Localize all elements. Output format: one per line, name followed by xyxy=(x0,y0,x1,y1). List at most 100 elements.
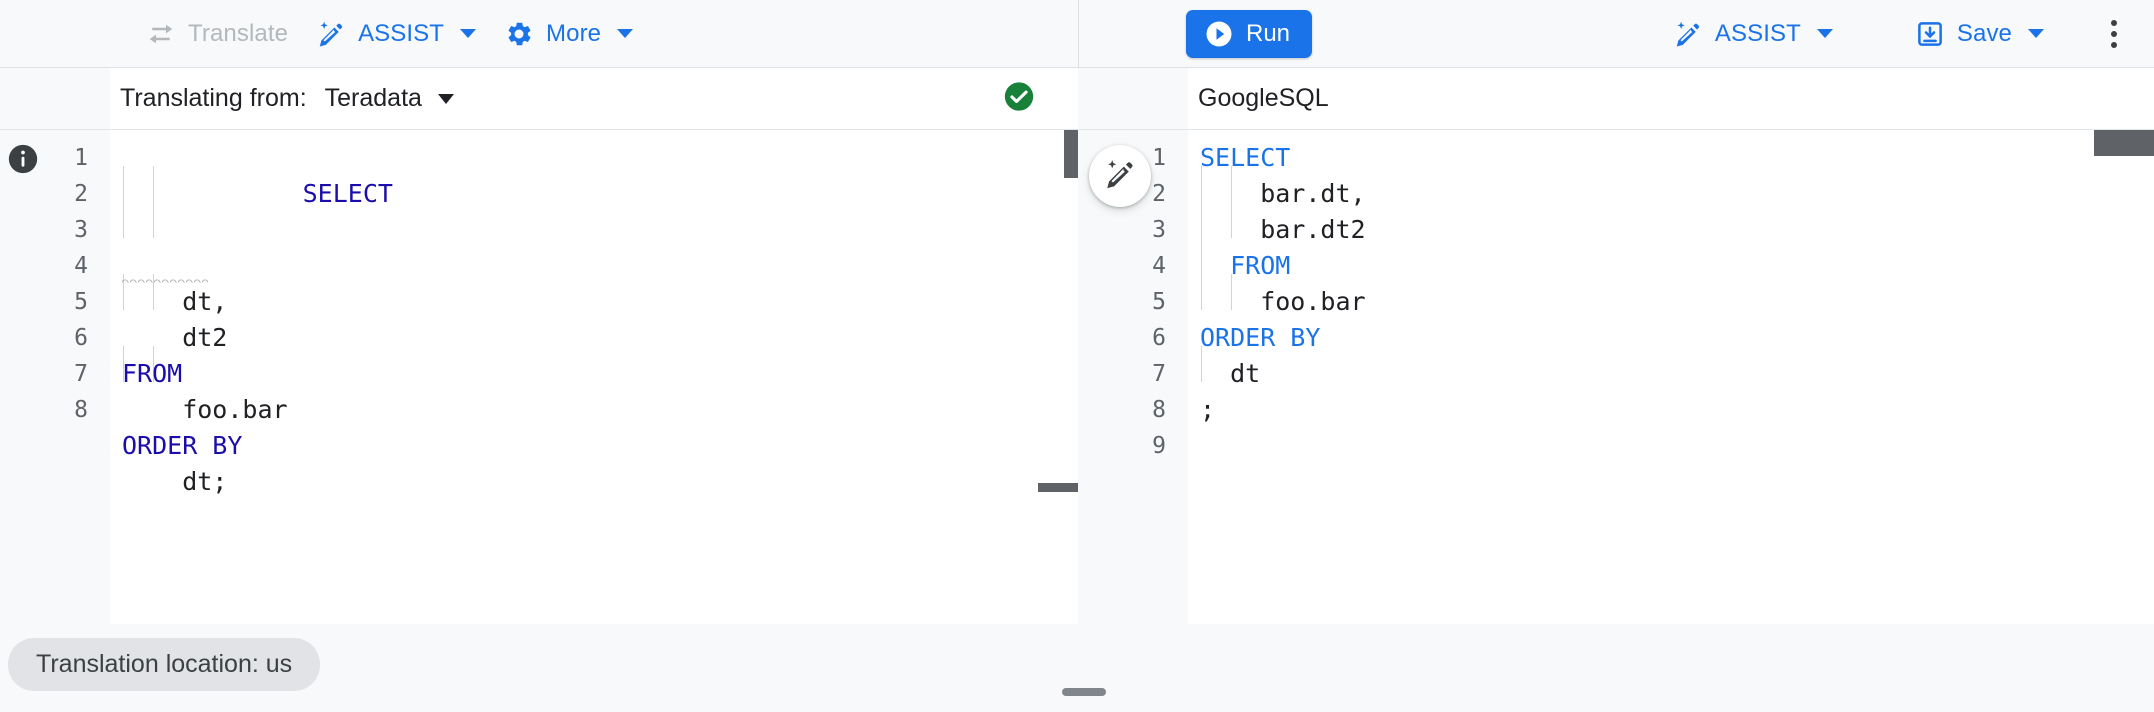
code-line: dt, xyxy=(110,284,1078,320)
line-number: 8 xyxy=(74,397,88,423)
play-icon xyxy=(1204,19,1234,49)
more-label: More xyxy=(546,19,602,47)
code-line: foo.bar xyxy=(110,392,1078,428)
source-horizontal-scrollbar[interactable] xyxy=(1038,483,1078,492)
source-header-gutter-pad xyxy=(0,68,110,129)
code-token: bar.dt2 xyxy=(1200,215,1366,244)
run-button[interactable]: Run xyxy=(1186,9,1313,58)
source-code-area[interactable]: SELECT dt, dt2 FROM foo.bar ORDER BY dt; xyxy=(110,130,1078,624)
code-line: FROM xyxy=(110,356,1078,392)
magic-pen-icon xyxy=(1103,157,1137,196)
target-pane: GoogleSQL 1 2 3 4 5 6 7 8 9 xyxy=(1078,68,2154,624)
assist-right-label: ASSIST xyxy=(1714,19,1801,47)
code-token: dt xyxy=(1200,359,1261,388)
info-icon xyxy=(6,144,40,180)
syntax-warning-underline xyxy=(122,277,208,283)
line-number: 2 xyxy=(74,181,88,207)
line-number: 5 xyxy=(1152,289,1166,315)
chevron-down-icon xyxy=(2028,29,2044,38)
code-line: dt; xyxy=(110,464,1078,500)
magic-pen-icon xyxy=(1673,19,1703,49)
code-line: FROM xyxy=(1188,248,2154,284)
target-gutter: 1 2 3 4 5 6 7 8 9 xyxy=(1078,130,1188,624)
target-editor[interactable]: 1 2 3 4 5 6 7 8 9 xyxy=(1078,130,2154,624)
run-button-label: Run xyxy=(1246,19,1291,47)
translate-button-label: Translate xyxy=(188,19,289,47)
line-number: 1 xyxy=(74,145,88,171)
code-token: foo.bar xyxy=(122,395,288,424)
kebab-menu-icon[interactable] xyxy=(2092,12,2136,56)
target-pane-header: GoogleSQL xyxy=(1078,68,2154,130)
line-number: 6 xyxy=(1152,325,1166,351)
editor-panes: Translating from: Teradata xyxy=(0,68,2154,624)
code-line: bar.dt2 xyxy=(1188,212,2154,248)
save-label: Save xyxy=(1956,19,2012,47)
code-line: ORDER BY xyxy=(110,428,1078,464)
line-number: 4 xyxy=(74,253,88,279)
gear-icon xyxy=(504,19,534,49)
code-line: dt2 xyxy=(110,320,1078,356)
source-pane: Translating from: Teradata xyxy=(0,68,1078,624)
line-number: 4 xyxy=(1152,253,1166,279)
line-number: 1 xyxy=(1152,145,1166,171)
source-info-badge[interactable] xyxy=(6,142,40,181)
code-token: foo.bar xyxy=(1200,287,1366,316)
line-number: 9 xyxy=(1152,433,1166,459)
status-badge xyxy=(1002,79,1036,118)
chevron-down-icon xyxy=(460,29,477,38)
line-number: 8 xyxy=(1152,397,1166,423)
assist-right-button[interactable]: ASSIST xyxy=(1659,10,1847,58)
code-token: FROM xyxy=(1200,251,1291,280)
inline-assist-fab[interactable] xyxy=(1089,145,1151,207)
code-token: dt, xyxy=(122,287,228,316)
line-number: 5 xyxy=(74,289,88,315)
code-token: SELECT xyxy=(1200,143,1291,172)
translation-location-chip: Translation location: us xyxy=(8,638,321,691)
code-line: foo.bar xyxy=(1188,284,2154,320)
bottom-resize-handle[interactable] xyxy=(1062,688,1106,696)
assist-left-label: ASSIST xyxy=(358,19,445,47)
target-dialect-group: GoogleSQL xyxy=(1188,84,1329,113)
source-vertical-scrollbar[interactable] xyxy=(1064,130,1078,178)
code-line: bar.dt, xyxy=(1188,176,2154,212)
code-token: SELECT xyxy=(302,179,393,208)
code-line: ORDER BY xyxy=(1188,320,2154,356)
line-number: 6 xyxy=(74,325,88,351)
save-button[interactable]: Save xyxy=(1901,10,2058,58)
code-line: SELECT xyxy=(1188,140,2154,176)
line-number: 3 xyxy=(74,217,88,243)
code-token: bar.dt, xyxy=(1200,179,1366,208)
line-number: 3 xyxy=(1152,217,1166,243)
status-bar: Translation location: us xyxy=(0,624,2154,712)
toolbar-right-group: Run ASSIST xyxy=(1078,0,2154,68)
source-dialect-select[interactable]: Teradata xyxy=(325,84,454,113)
source-editor[interactable]: 1 2 3 4 5 6 7 8 xyxy=(0,130,1078,624)
line-number: 7 xyxy=(74,361,88,387)
line-number: 7 xyxy=(1152,361,1166,387)
code-token: ; xyxy=(1200,395,1216,424)
target-code-area[interactable]: SELECT bar.dt, bar.dt2 FROM foo.bar ORDE… xyxy=(1188,130,2154,624)
save-download-icon xyxy=(1915,19,1945,49)
code-token: FROM xyxy=(122,359,183,388)
check-circle-icon xyxy=(1002,81,1036,117)
magic-pen-icon xyxy=(316,19,346,49)
source-dialect-value: Teradata xyxy=(324,84,422,112)
translating-from-label: Translating from: xyxy=(120,84,307,112)
top-toolbar: Translate ASSIST More xyxy=(0,0,2154,68)
source-gutter: 1 2 3 4 5 6 7 8 xyxy=(0,130,110,624)
chevron-down-icon xyxy=(437,93,454,104)
more-button[interactable]: More xyxy=(490,10,647,58)
translate-button[interactable]: Translate xyxy=(132,10,302,58)
chevron-down-icon xyxy=(617,29,634,38)
line-number: 2 xyxy=(1152,181,1166,207)
toolbar-divider xyxy=(1078,0,1079,68)
toolbar-left-group: Translate ASSIST More xyxy=(0,0,1078,68)
target-vertical-scrollbar[interactable] xyxy=(2094,130,2154,156)
code-token: dt; xyxy=(122,467,228,496)
code-line: dt xyxy=(1188,356,2154,392)
assist-left-button[interactable]: ASSIST xyxy=(302,10,490,58)
code-token: dt2 xyxy=(122,323,228,352)
source-pane-header: Translating from: Teradata xyxy=(0,68,1078,130)
code-token: ORDER BY xyxy=(122,431,243,460)
